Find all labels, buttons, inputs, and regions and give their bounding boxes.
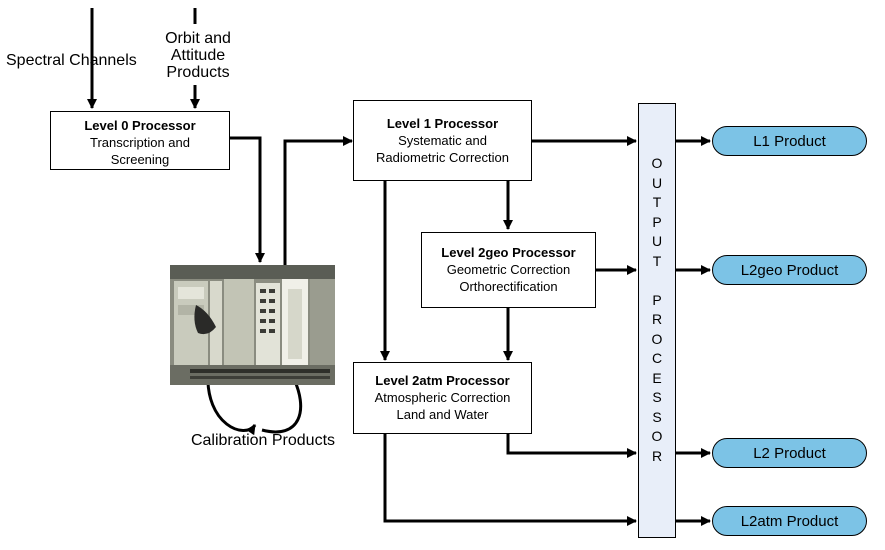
level0-processor-box: Level 0 Processor Transcription and Scre… — [50, 111, 230, 170]
output-processor-letter: U — [651, 174, 663, 191]
arrow-level2atm-to-output-l2atm — [383, 434, 637, 526]
output-processor-letter: U — [651, 233, 663, 249]
calibration-loop-left — [206, 371, 257, 436]
arrow-level2atm-to-output-l2 — [506, 434, 637, 458]
level1-line-1: Systematic and — [398, 133, 487, 148]
level2geo-processor-box: Level 2geo Processor Geometric Correctio… — [421, 232, 596, 308]
l2atm-product-pill: L2atm Product — [712, 506, 867, 536]
spectral-channels-label: Spectral Channels — [6, 52, 137, 69]
l2-product-pill: L2 Product — [712, 438, 867, 468]
level2atm-title: Level 2atm Processor — [375, 373, 510, 388]
level1-line-2: Radiometric Correction — [376, 150, 509, 165]
output-processor-letter: O — [651, 330, 663, 347]
level2geo-line-1: Geometric Correction — [446, 262, 571, 277]
level1-processor-box: Level 1 Processor Systematic and Radiome… — [353, 100, 532, 181]
output-processor-letter: R — [651, 311, 663, 327]
level0-line-2: Screening — [110, 152, 170, 167]
output-processor-letter: R — [651, 447, 663, 464]
level2atm-line-2: Land and Water — [396, 407, 489, 422]
output-processor-letter: T — [652, 252, 662, 269]
output-processor-letter: E — [652, 369, 662, 386]
output-processor-letter: O — [651, 428, 663, 444]
orbit-line-2: Attitude — [170, 47, 226, 64]
level0-line-1: Transcription and — [90, 135, 190, 150]
hardware-illustration — [170, 265, 335, 385]
level2atm-line-1: Atmospheric Correction — [374, 390, 511, 405]
orbit-line-1: Orbit and — [165, 30, 231, 47]
arrow-calibration-to-level1 — [283, 136, 353, 268]
output-processor-letter: S — [652, 389, 662, 405]
level1-title: Level 1 Processor — [386, 116, 499, 131]
level0-title: Level 0 Processor — [84, 118, 196, 133]
orbit-line-3: Products — [166, 64, 230, 81]
calibration-loop-right — [261, 374, 303, 434]
output-processor-letter: P — [652, 213, 662, 230]
output-processor-letter: C — [651, 350, 663, 366]
level2atm-processor-box: Level 2atm Processor Atmospheric Correct… — [353, 362, 532, 434]
l1-product-pill: L1 Product — [712, 126, 867, 156]
output-processor-letter: O — [651, 155, 663, 171]
calibration-products-label: Calibration Products — [190, 432, 336, 449]
calibration-hardware-photo — [170, 265, 335, 385]
arrow-level0-to-calibration — [230, 136, 265, 263]
output-processor-letter — [655, 271, 659, 291]
l2geo-product-pill: L2geo Product — [712, 255, 867, 285]
output-processor-letter: T — [652, 194, 662, 210]
level2geo-line-2: Orthorectification — [459, 279, 558, 294]
level2geo-title: Level 2geo Processor — [441, 245, 576, 260]
output-processor-letter: S — [652, 408, 662, 425]
output-processor-letter: P — [652, 291, 662, 308]
orbit-attitude-label: Orbit and Attitude Products — [150, 30, 246, 81]
